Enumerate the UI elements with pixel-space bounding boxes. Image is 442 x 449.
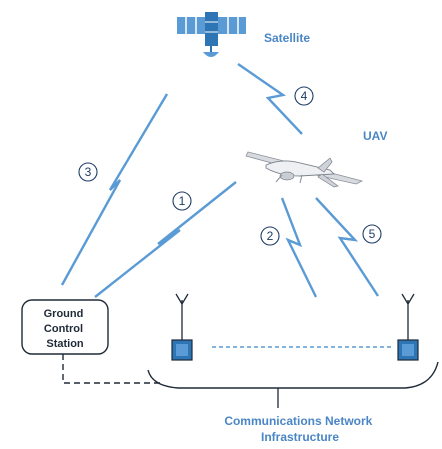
link-4-bolt [237, 63, 303, 135]
link-5-bolt [315, 197, 380, 297]
antenna-tower-icon [397, 293, 419, 361]
svg-text:1: 1 [179, 194, 186, 208]
link-4-badge: 4 [294, 86, 314, 106]
ground-station-network-connector [62, 354, 160, 384]
svg-text:4: 4 [301, 89, 308, 103]
link-5-badge: 5 [362, 224, 382, 244]
drone-icon [245, 151, 364, 188]
satellite-label: Satellite [264, 31, 310, 45]
satellite-icon [177, 12, 246, 57]
svg-text:3: 3 [85, 165, 92, 179]
link-1-badge: 1 [172, 191, 192, 211]
network-infrastructure-label: Communications Network Infrastructure [224, 414, 375, 444]
network-infrastructure-curve [147, 361, 439, 389]
ground-control-station-label: Ground Control Station [44, 308, 87, 350]
uav-label: UAV [363, 129, 387, 143]
svg-text:2: 2 [267, 229, 274, 243]
antenna-tower-icon [171, 293, 193, 361]
link-1-bolt [94, 181, 237, 298]
link-3-badge: 3 [78, 162, 98, 182]
ground-control-station-box [21, 299, 109, 355]
link-2-badge: 2 [260, 226, 280, 246]
link-3-bolt [60, 93, 169, 286]
link-2-bolt [280, 197, 318, 298]
svg-text:5: 5 [369, 227, 376, 241]
